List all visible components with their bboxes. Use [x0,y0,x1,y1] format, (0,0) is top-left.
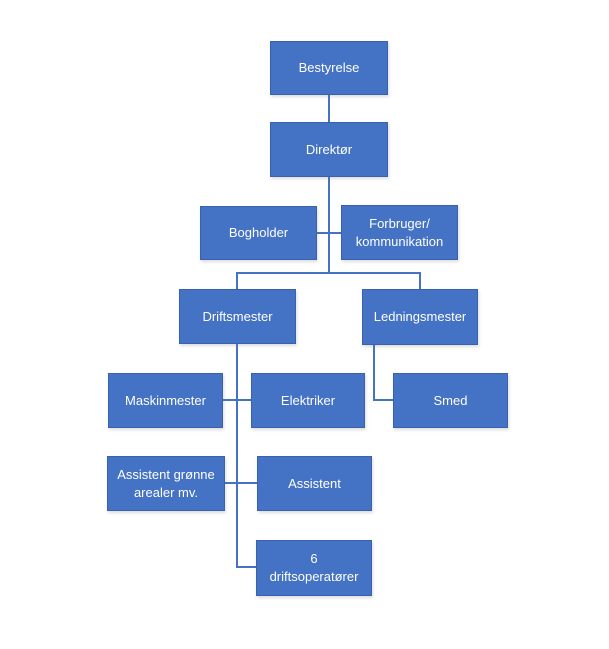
org-node-ledningsmester: Ledningsmester [362,289,478,345]
org-node-bogholder: Bogholder [200,206,317,260]
org-node-label: Smed [433,392,468,408]
connector-direktor-trunk [328,177,330,274]
org-node-label: Bestyrelse [298,60,360,76]
org-node-label: 6 driftsoperatører [269,551,359,584]
connector-bestyrelse-direktor [328,95,330,122]
org-node-assistent: Assistent [257,456,372,511]
connector-driftsoperatorer-elbow [236,566,256,568]
connector-bogholder-forbruger [317,232,342,234]
org-node-label: Bogholder [228,225,289,241]
connector-branch-ledningsmester [419,272,421,289]
org-node-label: Assistent [288,475,341,491]
connector-branch-horizontal [236,272,421,274]
org-node-label: Forbruger/ kommunikation [355,215,444,249]
org-node-label: Assistent grønne arealer mv. [117,466,215,500]
org-node-forbruger-kommunikation: Forbruger/ kommunikation [341,205,458,260]
org-node-elektriker: Elektriker [251,373,365,428]
org-node-direktor: Direktør [270,122,388,177]
org-node-label: Direktør [305,141,353,157]
connector-branch-driftsmester [236,272,238,289]
org-node-maskinmester: Maskinmester [108,373,223,428]
connector-maskinmester-elektriker [223,399,251,401]
org-node-assistent-gronne-arealer: Assistent grønne arealer mv. [107,456,225,511]
org-node-driftsmester: Driftsmester [179,289,296,344]
connector-ledningsmester-smed-vertical [373,345,375,401]
org-node-smed: Smed [393,373,508,428]
connector-assistentgronne-assistent [225,482,257,484]
org-node-label: Driftsmester [202,308,273,324]
org-node-driftsoperatorer: 6 driftsoperatører [256,540,372,596]
org-node-label: Elektriker [280,392,336,408]
org-node-label: Maskinmester [125,392,206,408]
connector-ledningsmester-smed-horizontal [373,399,393,401]
connector-driftsmester-trunk [236,344,238,568]
org-node-bestyrelse: Bestyrelse [270,41,388,95]
org-node-label: Ledningsmester [373,309,467,325]
